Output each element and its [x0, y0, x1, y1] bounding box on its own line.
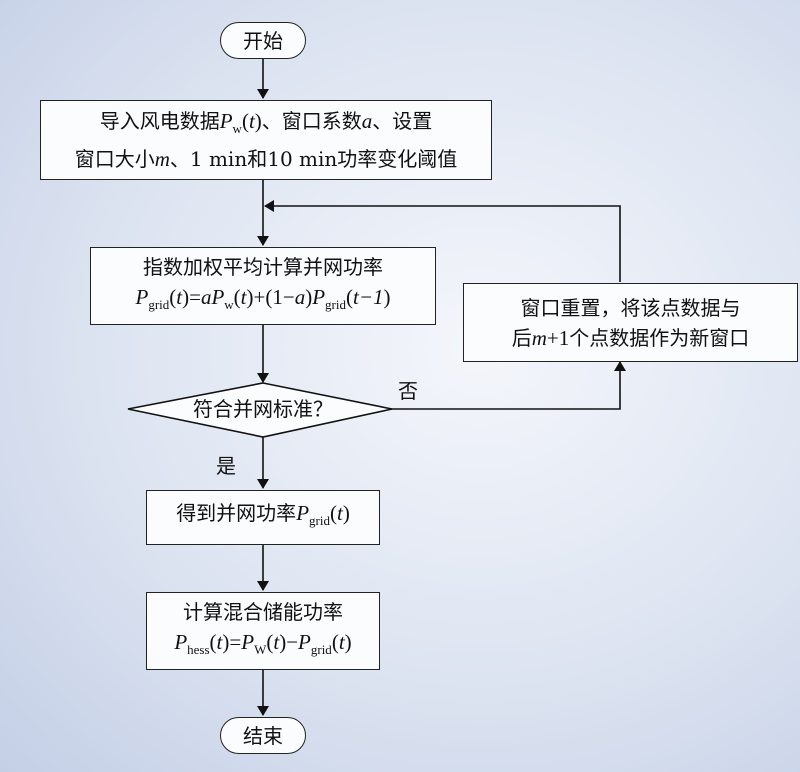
- end-label: 结束: [243, 723, 283, 748]
- decision-text-wrap: 符合并网标准？: [150, 394, 376, 424]
- hybrid-formula: Phess(t)=PW(t)−Pgrid(t): [174, 629, 352, 658]
- end-terminator: 结束: [220, 717, 306, 754]
- ewma-calc-box: 指数加权平均计算并网功率 Pgrid(t)=aPw(t)+(1−a)Pgrid(…: [90, 247, 436, 325]
- ewma-formula: Pgrid(t)=aPw(t)+(1−a)Pgrid(t−1): [135, 284, 391, 313]
- start-label: 开始: [243, 28, 283, 53]
- yes-label: 是: [216, 454, 236, 478]
- decision-label: 符合并网标准？: [193, 397, 333, 421]
- ewma-title: 指数加权平均计算并网功率: [143, 254, 383, 279]
- input-line-2: 窗口大小m、1 min和10 min功率变化阈值: [74, 147, 458, 172]
- input-line-1: 导入风电数据Pw(t)、窗口系数a、设置: [99, 108, 433, 137]
- window-reset-box: 窗口重置，将该点数据与 后m+1个点数据作为新窗口: [463, 283, 798, 362]
- hybrid-storage-box: 计算混合储能功率 Phess(t)=PW(t)−Pgrid(t): [146, 592, 380, 670]
- input-data-box: 导入风电数据Pw(t)、窗口系数a、设置 窗口大小m、1 min和10 min功…: [40, 100, 492, 180]
- arrow-no-to-reset: [390, 361, 626, 410]
- start-terminator: 开始: [220, 22, 306, 59]
- decision-diamond: [127, 382, 393, 438]
- result-text: 得到并网功率Pgrid(t): [176, 501, 350, 529]
- no-label: 否: [398, 379, 418, 403]
- reset-line-2: 后m+1个点数据作为新窗口: [511, 325, 750, 350]
- reset-line-1: 窗口重置，将该点数据与: [520, 295, 741, 320]
- hybrid-title: 计算混合储能功率: [183, 599, 343, 624]
- grid-power-result-box: 得到并网功率Pgrid(t): [146, 490, 380, 545]
- arrow-reset-loop-back: [264, 200, 621, 282]
